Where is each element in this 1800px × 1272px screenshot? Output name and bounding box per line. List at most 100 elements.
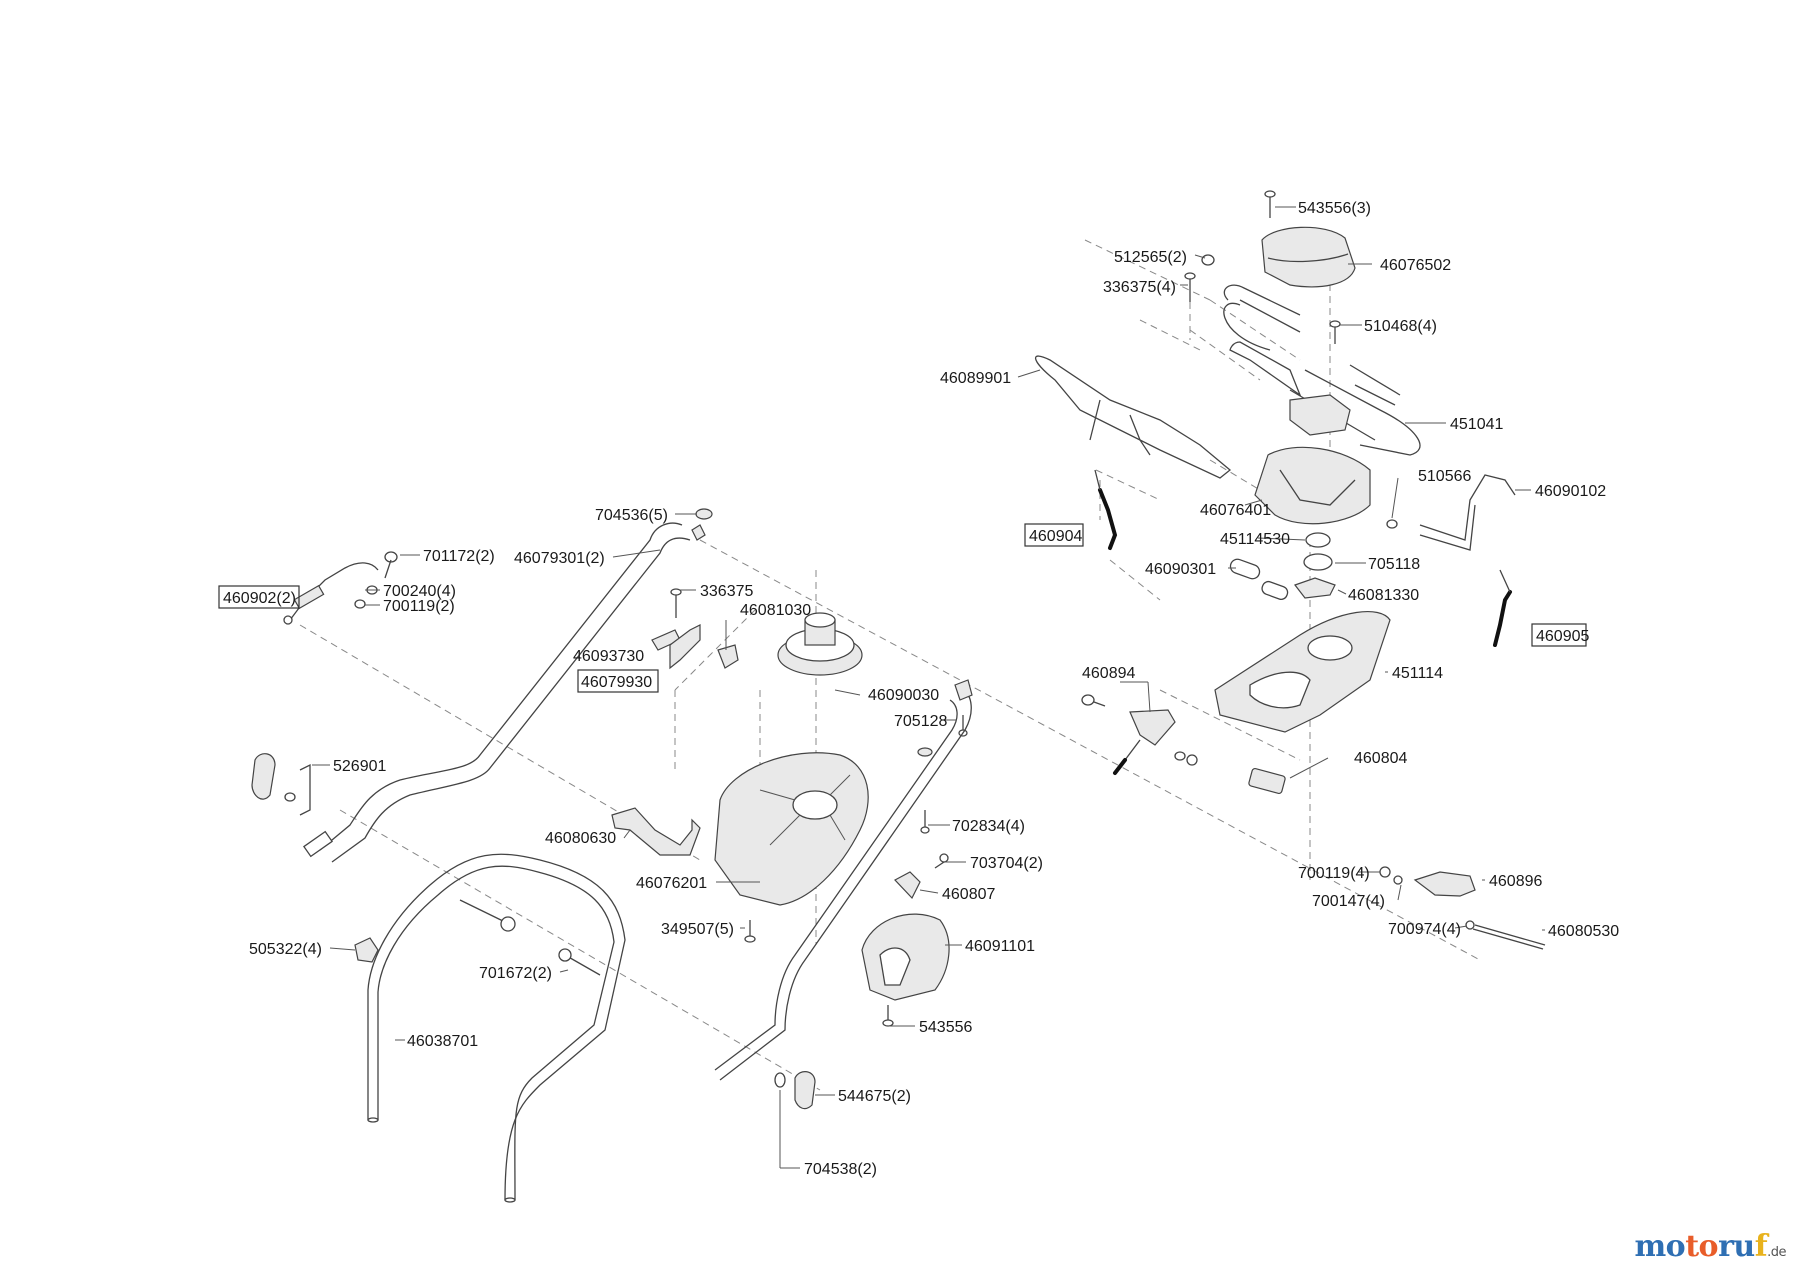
- part-label: 460807: [942, 886, 995, 903]
- part-label: 46091101: [965, 938, 1035, 955]
- logo-part-1: mo: [1634, 1229, 1686, 1264]
- part-label: 703704(2): [970, 855, 1043, 872]
- part-label: 460804: [1354, 750, 1407, 767]
- part-label: 543556(3): [1298, 200, 1371, 217]
- screw-icon: [917, 747, 933, 834]
- logo-part-4: f: [1754, 1229, 1768, 1264]
- part-label: 46081330: [1348, 587, 1419, 604]
- cable-460904: [1098, 488, 1118, 550]
- part-label: 512565(2): [1114, 249, 1187, 266]
- ring-icon: [1303, 553, 1333, 571]
- nut-icon: [695, 508, 713, 520]
- part-label: 704536(5): [595, 507, 668, 524]
- part-label: 46076201: [636, 875, 707, 892]
- part-label: 705128: [894, 713, 947, 730]
- cap-icon: [1201, 254, 1215, 266]
- lever-460894-part: [1129, 709, 1176, 746]
- logo-tld: .de: [1767, 1245, 1786, 1260]
- left-handle-assembly: [251, 508, 973, 1203]
- part-label: 700119(4): [1298, 865, 1370, 882]
- part-label: 45114530: [1220, 531, 1290, 548]
- knob-544675-part: [794, 1071, 816, 1110]
- part-label: 46090030: [868, 687, 939, 704]
- part-number-labels: 543556(3) 512565(2) 46076502 336375(4) 5…: [223, 200, 1619, 1178]
- part-label: 46079930: [581, 674, 652, 691]
- part-label: 701172(2): [423, 548, 495, 565]
- console-base-part: [1254, 446, 1371, 525]
- bracket-46080630-part: [611, 807, 701, 856]
- part-label: 46090102: [1535, 483, 1606, 500]
- part-label: 46090301: [1145, 561, 1216, 578]
- part-label: 46079301(2): [514, 550, 605, 567]
- logo-part-3: ru: [1718, 1229, 1755, 1264]
- screw-icon: [1184, 272, 1196, 302]
- bolt-icon: [558, 948, 601, 976]
- screw-icon: [1264, 190, 1276, 218]
- boxed-label-frames: [218, 523, 1587, 693]
- logo-part-2: to: [1685, 1229, 1719, 1264]
- deck-housing-46076201-part: [714, 752, 869, 906]
- bolt-icon: [1081, 694, 1106, 707]
- part-label: 460905: [1536, 628, 1589, 645]
- lower-handle-loop-part: [367, 853, 626, 1201]
- clip-icon: [1386, 519, 1398, 529]
- part-label: 526901: [333, 758, 386, 775]
- drive-lever-part: [1034, 355, 1232, 479]
- console-cover-part: [1261, 226, 1356, 288]
- screw-icon: [1329, 320, 1341, 344]
- part-label: 46080530: [1548, 923, 1619, 940]
- washer-icon: [774, 1072, 786, 1088]
- part-label: 701672(2): [479, 965, 552, 982]
- part-label: 46076502: [1380, 257, 1451, 274]
- cable-460902: [283, 551, 398, 625]
- part-label: 543556: [919, 1019, 972, 1036]
- upper-handle-bar-part: [1229, 341, 1302, 397]
- part-label: 460904: [1029, 528, 1082, 545]
- part-label: 505322(4): [249, 941, 322, 958]
- screw-icon: [744, 920, 756, 943]
- screw-icon: [934, 853, 949, 869]
- screw-icon: [670, 588, 682, 618]
- part-label: 705118: [1368, 556, 1420, 573]
- part-label: 46080630: [545, 830, 616, 847]
- part-label: 451041: [1450, 416, 1503, 433]
- part-label: 46093730: [573, 648, 644, 665]
- lever-part: [1419, 474, 1516, 541]
- rear-housing-part: [1214, 610, 1391, 733]
- pulley-46090030-part: [777, 612, 863, 676]
- part-label: 700240(4): [383, 583, 456, 600]
- screw-icon: [882, 1005, 894, 1027]
- part-label: 336375: [700, 583, 753, 600]
- leader-lines: [312, 206, 1545, 1169]
- bracket-460804-part: [1248, 767, 1286, 795]
- plate-part: [1294, 577, 1336, 599]
- part-label: 46081030: [740, 602, 811, 619]
- pin-part: [1261, 580, 1289, 600]
- pin-part: [1229, 558, 1261, 580]
- part-label: 451114: [1392, 665, 1443, 682]
- part-label: 700119(2): [383, 598, 455, 615]
- part-label: 544675(2): [838, 1088, 911, 1105]
- handle-tube-part: [319, 522, 683, 851]
- part-label: 46089901: [940, 370, 1011, 387]
- part-label: 46076401: [1200, 502, 1271, 519]
- part-label: 702834(4): [952, 818, 1025, 835]
- part-label: 460894: [1082, 665, 1135, 682]
- ring-icon: [1305, 532, 1331, 548]
- lower-handle-tube-part: [719, 689, 972, 1081]
- lever-460896-part: [1413, 871, 1476, 897]
- part-label: 460896: [1489, 873, 1542, 890]
- part-label: 510566: [1418, 468, 1471, 485]
- part-label: 46038701: [407, 1033, 478, 1050]
- part-label: 700147(4): [1312, 893, 1385, 910]
- part-label: 704538(2): [804, 1161, 877, 1178]
- part-label: 460902(2): [223, 590, 296, 607]
- part-460807: [894, 871, 921, 900]
- nut-505322-part: [354, 937, 379, 963]
- part-label: 510468(4): [1364, 318, 1437, 335]
- part-label: 700974(4): [1388, 921, 1461, 938]
- clamp-526901-part: [251, 753, 276, 800]
- part-label: 336375(4): [1103, 279, 1176, 296]
- part-label: 349507(5): [661, 921, 734, 938]
